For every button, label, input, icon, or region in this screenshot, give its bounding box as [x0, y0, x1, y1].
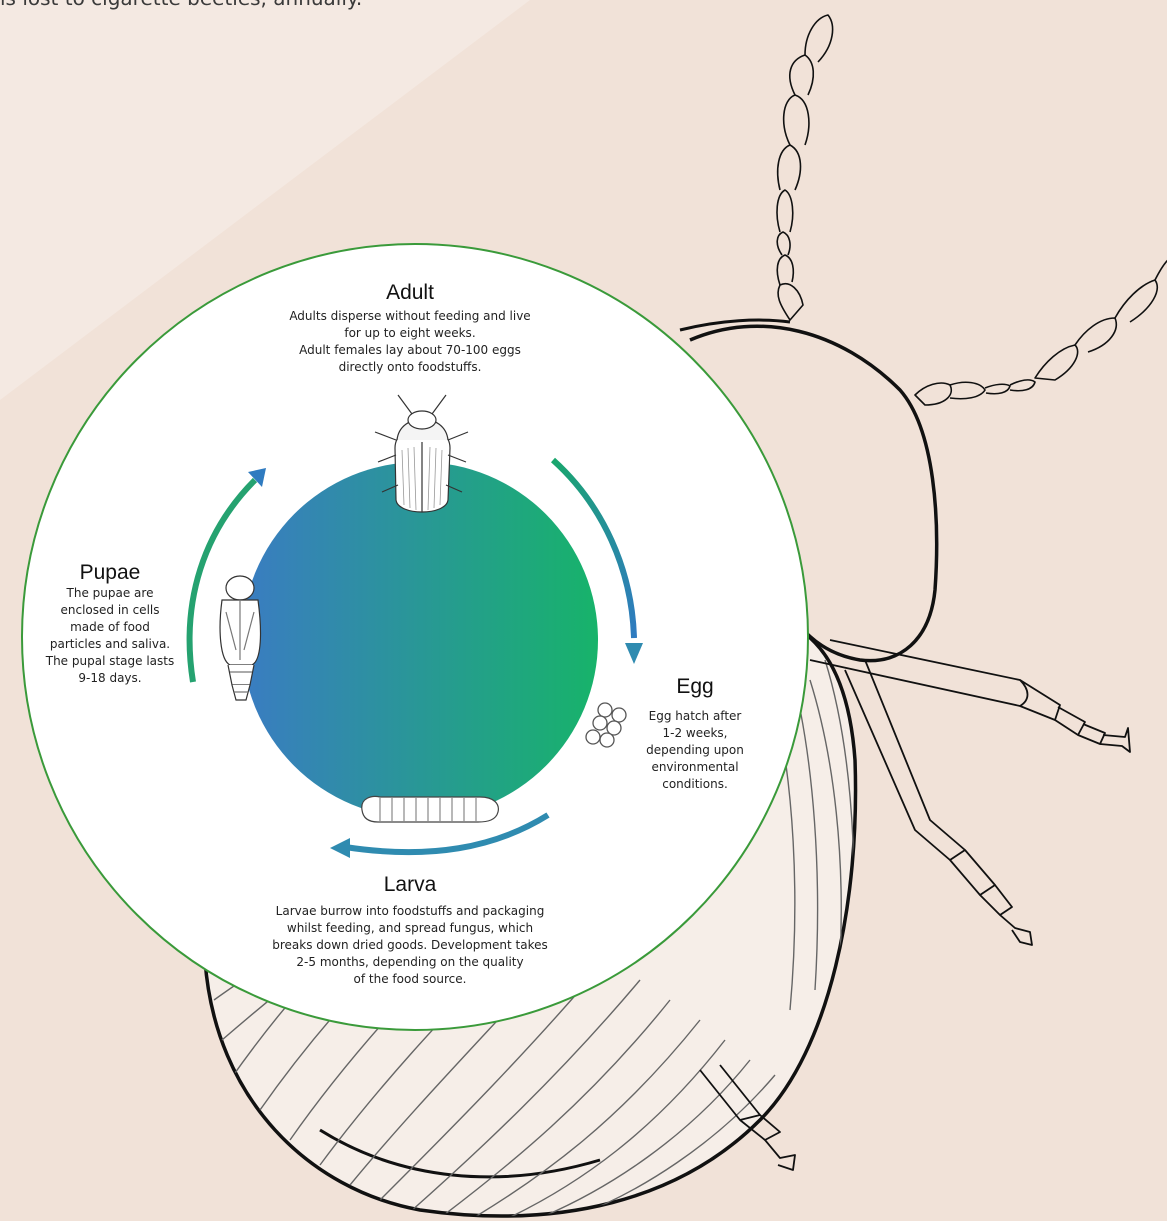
beetle-antenna-right: [914, 259, 1167, 406]
stage-title-adult: Adult: [386, 281, 434, 304]
beetle-leg-rear: [844, 659, 1033, 946]
arrow-head-egg: [625, 643, 643, 664]
beetle-elytra-seam: [319, 1128, 601, 1179]
lifecycle-gradient-disc: [242, 462, 598, 818]
intro-text: is lost to cigarette beetles, annually.: [0, 0, 700, 10]
beetle-antenna-upper: [776, 14, 834, 321]
arrow-larva-to-pupae: [344, 812, 550, 856]
pupa-icon: [219, 575, 262, 701]
beetle-pronotum: [689, 324, 939, 663]
arrow-head-pupae: [330, 838, 350, 858]
cycle-arrows: [186, 457, 637, 856]
arrow-adult-to-egg: [550, 457, 637, 639]
stage-title-larva: Larva: [383, 873, 437, 896]
arrow-pupae-to-adult: [186, 477, 258, 683]
eggs-icon: [585, 702, 627, 748]
adult-beetle-icon: [374, 394, 469, 513]
stage-description-pupae: The pupae are enclosed in cells made of …: [45, 586, 175, 685]
larva-icon: [361, 795, 499, 823]
stage-title-egg: Egg: [676, 675, 714, 698]
arrow-head-adult: [248, 468, 266, 487]
stage-description-egg: Egg hatch after 1-2 weeks, depending upo…: [646, 709, 744, 791]
stage-description-larva: Larvae burrow into foodstuffs and packag…: [272, 904, 548, 986]
stage-description-adult: Adults disperse without feeding and live…: [289, 309, 531, 374]
stage-title-pupae: Pupae: [79, 561, 141, 584]
beetle-leg-middle: [809, 639, 1131, 753]
beetle-leg-lower: [699, 1064, 796, 1171]
